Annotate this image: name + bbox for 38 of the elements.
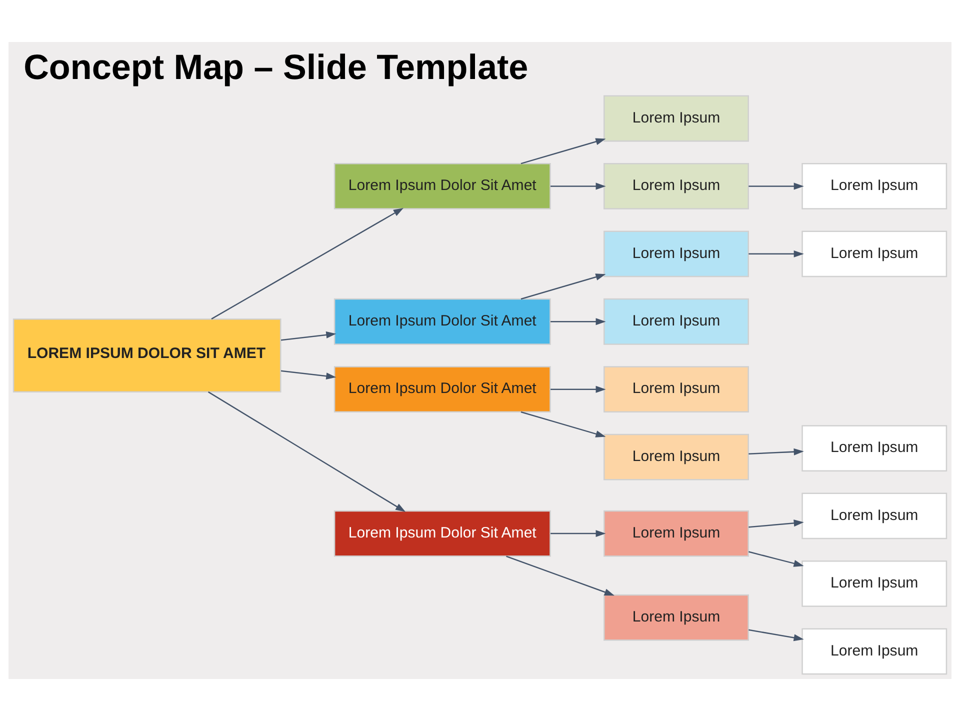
node-box: Lorem Ipsum [604,433,749,480]
node-box: Lorem Ipsum [802,560,948,606]
node-box: Lorem Ipsum [604,230,749,277]
node-box: Lorem Ipsum [604,298,749,344]
arrow [520,273,606,300]
node-box: LOREM IPSUM DOLOR SIT AMET [12,318,282,392]
arrow [208,390,406,512]
arrow [748,448,804,455]
arrow [748,519,804,528]
node-box: Lorem Ipsum [604,510,749,556]
node-box: Lorem Ipsum [802,424,948,471]
arrow [748,628,804,641]
node-box: Lorem Ipsum Dolor Sit Amet [334,162,551,209]
arrow [211,207,404,319]
arrow [280,330,336,340]
arrow [550,182,606,190]
arrow [550,318,606,325]
node-box: Lorem Ipsum [604,594,749,640]
diagram-title: Concept Map – Slide Template [24,47,528,86]
arrow [520,410,606,437]
node-box: Lorem Ipsum [802,492,948,539]
arrow [506,555,615,596]
arrow [520,138,606,164]
arrow [748,182,804,190]
arrow [748,550,804,566]
node-box: Lorem Ipsum Dolor Sit Amet [334,298,551,344]
node-box: Lorem Ipsum Dolor Sit Amet [334,510,551,556]
arrow [550,385,606,392]
node-box: Lorem Ipsum [604,94,749,142]
arrow [748,250,804,257]
node-box: Lorem Ipsum [802,628,948,674]
node-box: Lorem Ipsum Dolor Sit Amet [334,366,551,412]
node-box: Lorem Ipsum [802,162,948,209]
arrow [280,370,336,380]
node-box: Lorem Ipsum [802,230,948,277]
arrow [550,530,606,537]
node-box: Lorem Ipsum [604,162,749,209]
node-box: Lorem Ipsum [604,366,749,412]
